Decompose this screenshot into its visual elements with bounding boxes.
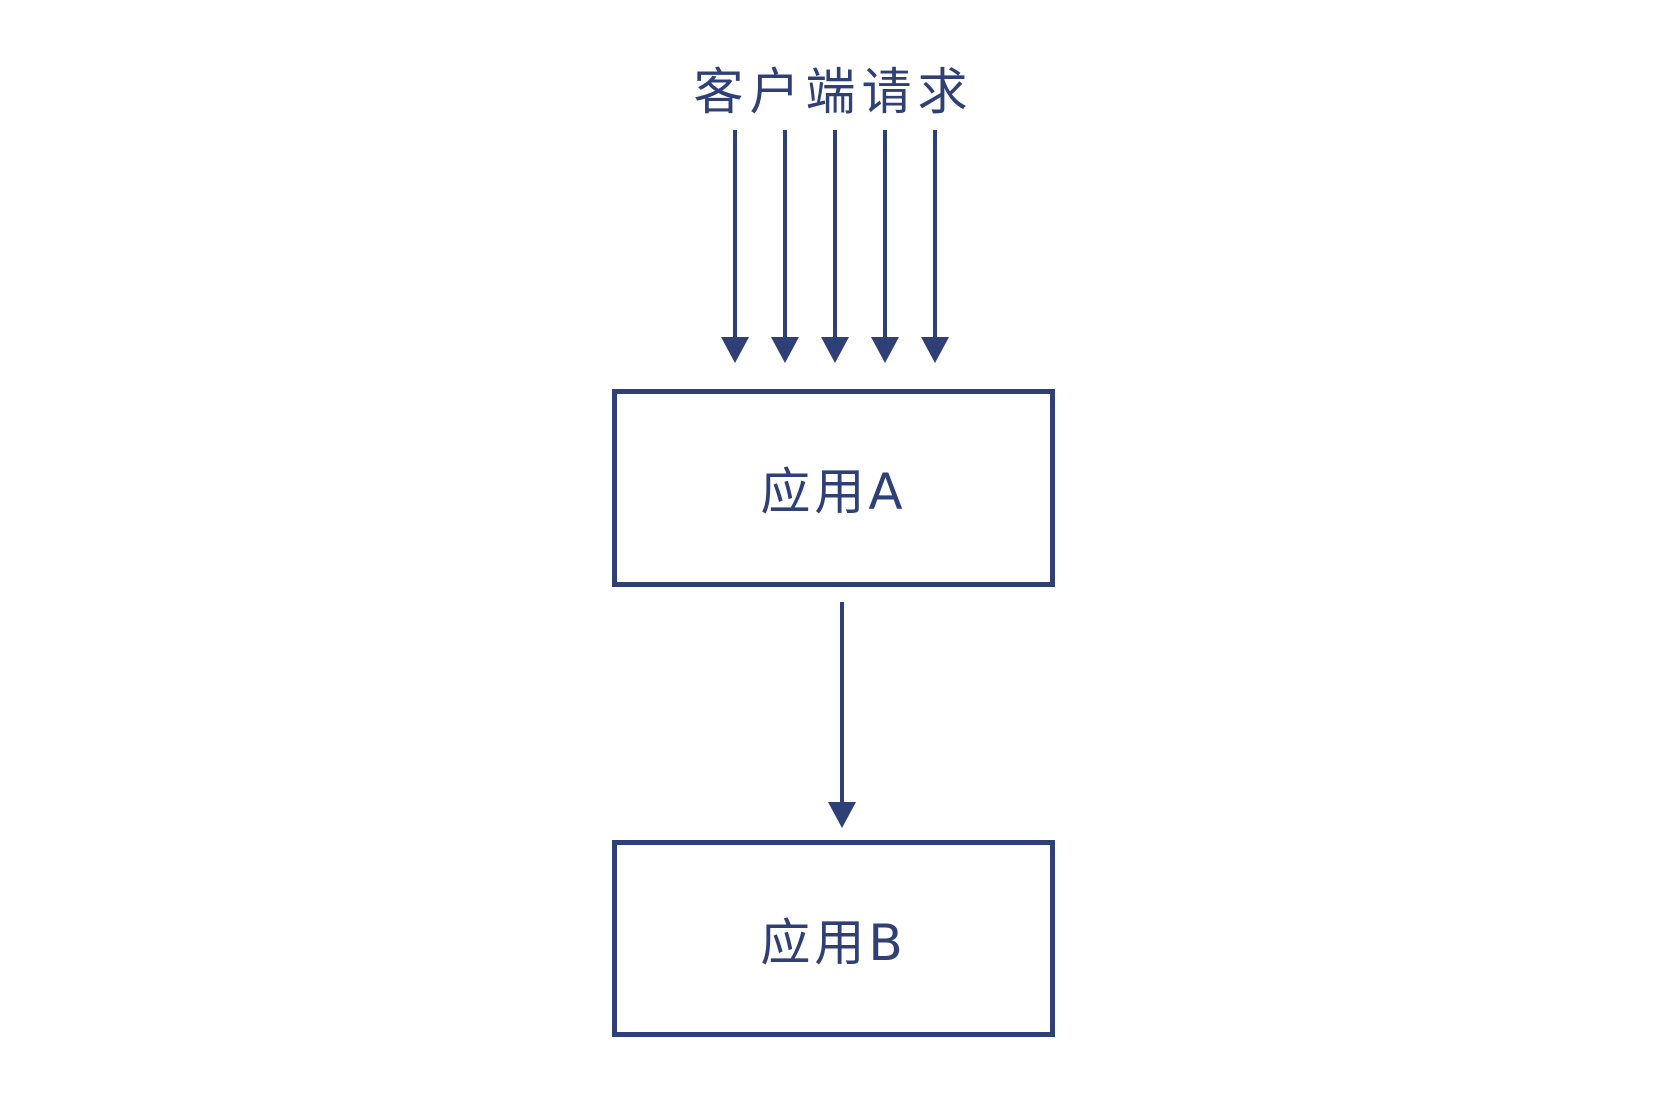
down-arrow-icon <box>821 130 849 363</box>
arrow-a-to-b <box>828 602 856 828</box>
diagram-title: 客户端请求 <box>693 63 974 121</box>
arrow-shaft <box>833 130 837 339</box>
arrow-head <box>921 337 949 363</box>
node-app-b-label: 应用B <box>760 913 907 972</box>
node-app-a: 应用A <box>612 389 1055 587</box>
down-arrow-icon <box>921 130 949 363</box>
arrow-shaft <box>883 130 887 339</box>
down-arrow-icon <box>871 130 899 363</box>
node-app-b: 应用B <box>612 840 1055 1037</box>
arrow-head <box>828 802 856 828</box>
node-app-a-label: 应用A <box>760 463 907 521</box>
down-arrow-icon <box>771 130 799 363</box>
arrow-head <box>821 337 849 363</box>
arrow-head <box>721 337 749 363</box>
arrow-shaft <box>783 130 787 339</box>
client-request-arrows <box>721 130 949 363</box>
arrow-shaft <box>933 130 937 339</box>
arrow-head <box>771 337 799 363</box>
arrow-shaft <box>840 602 844 804</box>
arrow-shaft <box>733 130 737 339</box>
arrow-head <box>871 337 899 363</box>
down-arrow-icon <box>721 130 749 363</box>
